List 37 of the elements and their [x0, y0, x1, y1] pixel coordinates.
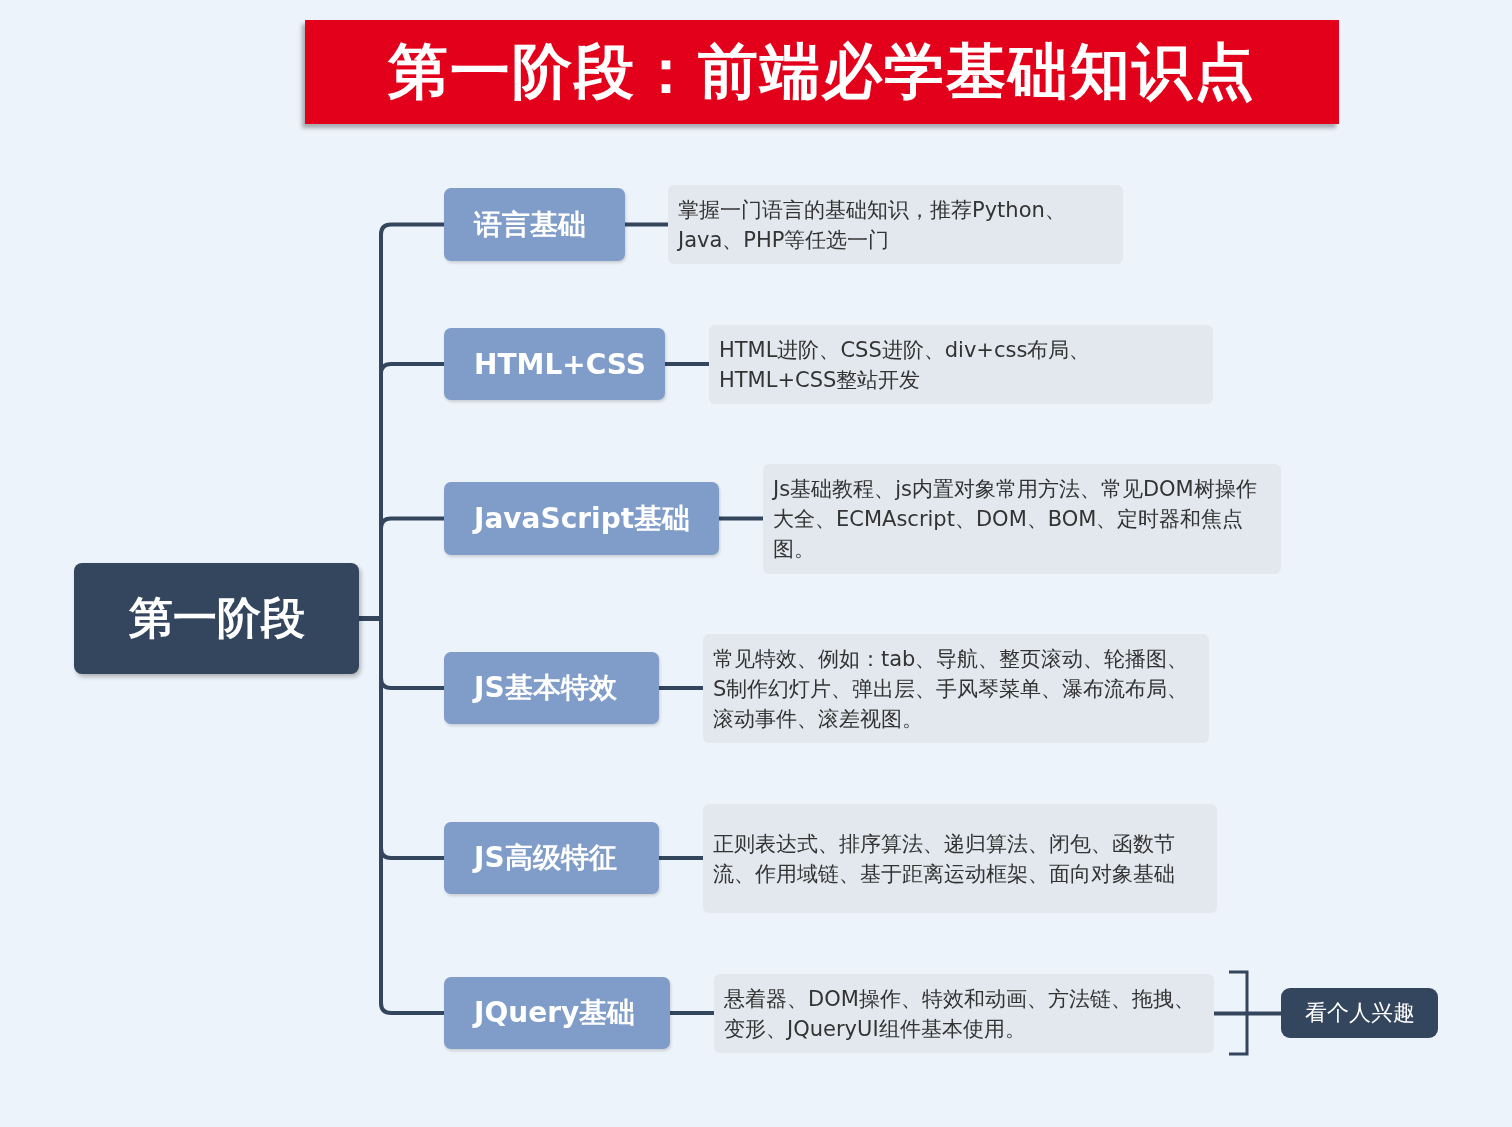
connector-line [665, 362, 709, 366]
node-text: JS基本特效 [474, 670, 617, 706]
connector-line [625, 222, 668, 227]
connector-line [670, 1011, 714, 1015]
node-text: 掌握一门语言的基础知识，推荐Python、Java、PHP等任选一门 [678, 196, 1067, 254]
note-box [1281, 988, 1438, 1038]
title-banner: 第一阶段：前端必学基础知识点 [305, 20, 1339, 124]
node-text: 常见特效、例如：tab、导航、整页滚动、轮播图、S制作幻灯片、弹出层、手风琴菜单、瀑布流布局、滚动事件、滚差视图。 [713, 645, 1190, 733]
description-box [703, 634, 1209, 743]
node-text: 正则表达式、排序算法、递归算法、闭包、函数节流、作用域链、基于距离运动框架、面向对象基础 [713, 830, 1176, 888]
description-box [763, 464, 1281, 574]
node-text: 第一阶段 [128, 591, 305, 645]
connector-line [1214, 1011, 1281, 1016]
node-text: 悬着器、DOM操作、特效和动画、方法链、拖拽、变形、JQueryUI组件基本使用。 [724, 985, 1196, 1043]
topic-box [444, 977, 670, 1049]
description-box [714, 974, 1214, 1053]
node-text: JavaScript基础 [474, 500, 691, 537]
node-text: 看个人兴趣 [1304, 999, 1415, 1027]
node-text: JQuery基础 [474, 995, 636, 1031]
topic-box [444, 482, 719, 555]
node-text: HTML进阶、CSS进阶、div+css布局、HTML+CSS整站开发 [719, 336, 1092, 394]
node-text: 语言基础 [474, 206, 586, 243]
connector-line [659, 686, 703, 690]
topic-box [444, 822, 659, 894]
description-box [668, 185, 1123, 264]
node-text: JS高级特征 [474, 840, 617, 876]
tree-connector [359, 616, 444, 1015]
topic-box [444, 188, 625, 261]
connector-line [659, 856, 703, 860]
topic-box [444, 328, 665, 400]
root-box [74, 563, 359, 674]
node-text: HTML+CSS [474, 347, 646, 381]
description-box [709, 325, 1213, 404]
description-box [703, 804, 1217, 913]
topic-box [444, 652, 659, 724]
node-text: Js基础教程、js内置对象常用方法、常见DOM树操作大全、ECMAscript、DOM、BOM、定时器和焦点图。 [773, 476, 1258, 563]
connector-line [719, 516, 763, 521]
